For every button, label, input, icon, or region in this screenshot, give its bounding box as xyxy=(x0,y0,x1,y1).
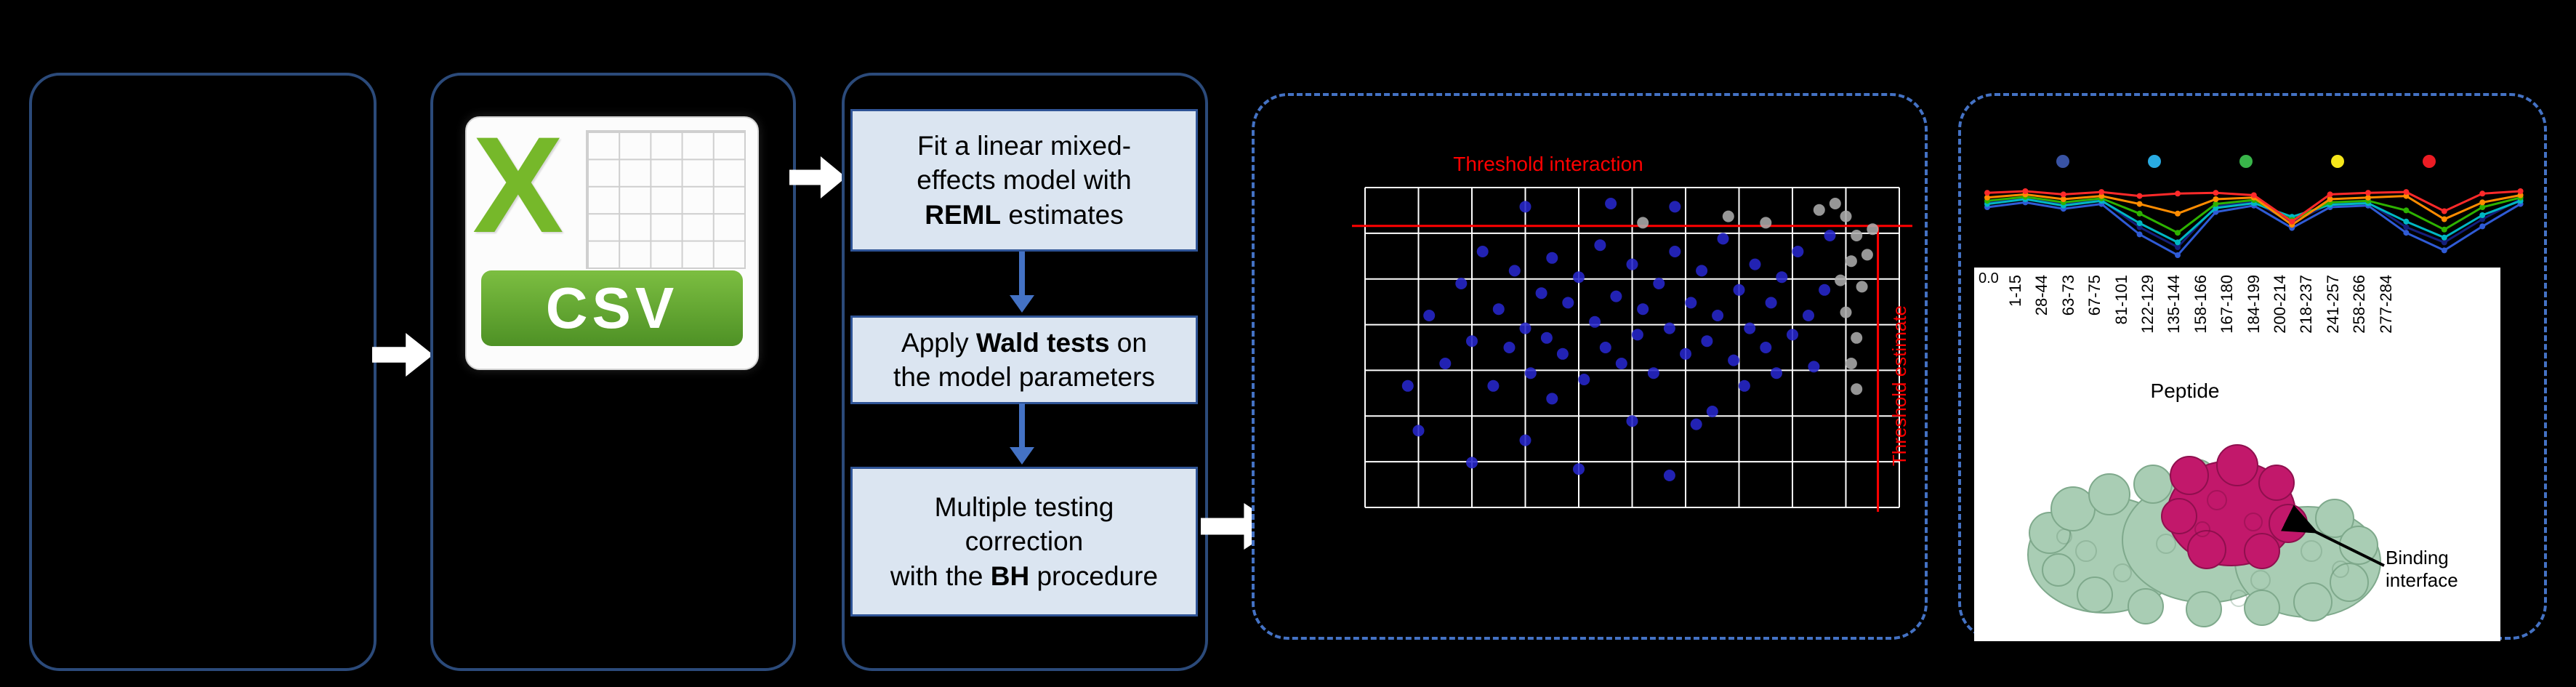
panel-input xyxy=(29,73,377,671)
peptide-tick-label: 63-73 xyxy=(2058,275,2077,316)
y-axis-tick-label: 0.0 xyxy=(1979,270,1999,286)
step-box-reml: Fit a linear mixed- effects model with R… xyxy=(850,109,1198,252)
step-text-after: procedure xyxy=(1029,561,1159,591)
peptide-tick-label: 218-237 xyxy=(2297,275,2316,334)
arrow-stem xyxy=(1019,403,1025,450)
peptide-tick-label: 241-257 xyxy=(2323,275,2342,334)
binding-interface-region xyxy=(2161,444,2308,569)
peptide-tick-label: 28-44 xyxy=(2032,275,2051,316)
arrow-head xyxy=(1010,447,1034,465)
excel-x-letter: X xyxy=(472,108,564,261)
threshold-interaction-label: Threshold interaction xyxy=(1453,153,1643,175)
step-text-bold: REML xyxy=(925,199,1002,230)
binding-interface-label: Binding interface xyxy=(2386,547,2458,592)
down-arrow-icon xyxy=(1009,252,1035,313)
step-box-wald: Apply Wald tests on the model parameters xyxy=(850,316,1198,404)
step-text: Fit a linear mixed- effects model with R… xyxy=(917,129,1131,232)
kinetics-line-chart xyxy=(1984,155,2524,258)
step-text-before: Fit a linear mixed- effects model with xyxy=(917,130,1132,196)
step-text-bold: BH xyxy=(990,561,1030,591)
down-arrow-icon xyxy=(1009,403,1035,465)
csv-file-icon: X CSV xyxy=(465,108,759,370)
threshold-estimate-label: Threshold estimate xyxy=(1888,305,1910,467)
peptide-tick-label: 1-15 xyxy=(2006,275,2024,308)
binding-interface-arrow xyxy=(2280,505,2385,567)
flow-arrow-icon xyxy=(789,156,846,198)
peptide-tick-label: 158-166 xyxy=(2191,275,2210,334)
arrow-head xyxy=(1010,295,1034,313)
peptide-tick-label: 135-144 xyxy=(2165,275,2183,334)
peptide-tick-label: 277-284 xyxy=(2376,275,2395,334)
csv-banner: CSV xyxy=(481,270,743,346)
peptide-tick-label: 167-180 xyxy=(2218,275,2237,334)
flow-arrow-icon xyxy=(372,333,433,377)
peptide-tick-label: 67-75 xyxy=(2085,275,2104,316)
peptide-tick-label: 122-129 xyxy=(2138,275,2157,334)
peptide-tick-label: 200-214 xyxy=(2271,275,2289,334)
step-text-before: Apply xyxy=(901,327,976,358)
step-text-bold: Wald tests xyxy=(975,327,1110,358)
csv-label: CSV xyxy=(545,276,679,341)
step-text: Multiple testing correction with the BH … xyxy=(890,490,1158,593)
binding-region-texture xyxy=(2194,490,2263,537)
step-text-after: on the model parameters xyxy=(893,327,1155,392)
peptide-tick-label: 258-266 xyxy=(2350,275,2369,334)
step-text-before: Multiple testing correction with the xyxy=(890,491,1114,591)
step-box-bh: Multiple testing correction with the BH … xyxy=(850,467,1198,616)
protein-structure xyxy=(2027,444,2385,627)
peptide-tick-label: 81-101 xyxy=(2112,275,2130,325)
peptide-axis-title: Peptide xyxy=(2150,379,2220,402)
step-text: Apply Wald tests on the model parameters xyxy=(893,326,1155,395)
arrow-stem xyxy=(1019,252,1025,298)
protein-surface-texture xyxy=(2056,529,2349,607)
spreadsheet-grid-icon xyxy=(586,130,746,269)
step-text-after: estimates xyxy=(1001,199,1124,230)
peptide-tick-label: 184-199 xyxy=(2244,275,2263,334)
volcano-plot xyxy=(1352,187,1912,512)
